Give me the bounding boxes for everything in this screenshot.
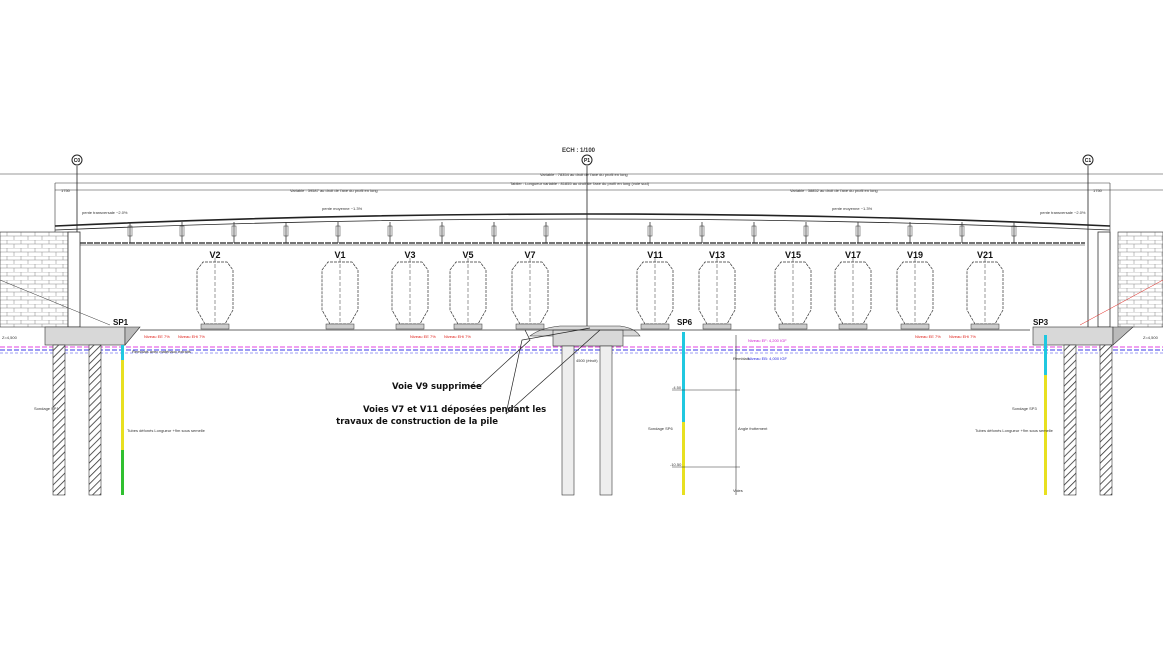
vehicle-gauges: V2 V1 V3 V5 V7 V11 V13 V15 V17 V19 V21 [196,250,1004,330]
deck-hangers [127,222,1017,243]
hanger-icon [959,222,965,243]
right-abutment-column [1097,231,1111,328]
slope-right: pente moyenne ~1.3% [832,206,873,211]
red-level-label: Niveau EHi 7% [178,334,205,339]
vehicle-gauge-v15: V15 [774,250,812,330]
vehicle-gauge-v5: V5 [449,250,487,330]
vehicle-gauge-v19: V19 [896,250,934,330]
dim-left-end: 1750 [61,188,71,193]
note-remblais: Remblais [733,356,750,361]
axis-label-p1: P1 [581,154,593,166]
annotation-v7-v11-line1: Voies V7 et V11 déposées pendant les [363,404,546,415]
dim-tablier: Tablier : Longueur variable : 81855 au d… [510,181,650,186]
note-depth-1: -4.50 [672,385,682,390]
svg-text:C1: C1 [1085,158,1092,164]
vehicle-gauge-v17: V17 [834,250,872,330]
red-level-label: Niveau EE 7% [144,334,170,339]
slope-left: pente moyenne ~1.3% [322,206,363,211]
hanger-icon [491,222,497,243]
track-label: V2 [209,250,220,260]
scale-title: ECH : 1/100 [562,148,596,154]
track-label: V13 [709,250,725,260]
hanger-icon [231,222,237,243]
vehicle-gauge-v3: V3 [391,250,429,330]
track-label: V3 [404,250,415,260]
note-pile-width: 4500 (étroit) [576,358,598,363]
vehicle-gauge-v2: V2 [196,250,234,330]
track-label: V11 [647,250,663,260]
red-level-label: Niveau EHi 7% [444,334,471,339]
vehicle-gauge-v13: V13 [698,250,736,330]
right-slope-line [1079,279,1163,326]
sounding-label-sp3: SP3 [1033,318,1049,327]
red-level-label: Niveau EE 7% [915,334,941,339]
dim-right-span: Variable : 38852 au droit de l'axe du pr… [790,188,878,193]
track-label: V21 [977,250,993,260]
track-label: V15 [785,250,801,260]
hanger-icon [803,222,809,243]
red-level-label: Niveau EHi 7% [949,334,976,339]
track-label: V5 [462,250,473,260]
vehicle-gauge-v11: V11 [636,250,674,330]
slope-left-end: pente transversale ~2.0% [82,210,128,215]
annotation-v9-removed: Voie V9 supprimée [392,381,482,392]
sounding-label-sp6: SP6 [677,318,693,327]
axis-label-c1: C1 [1082,154,1094,166]
vehicle-gauge-v1: V1 [321,250,359,330]
magenta-level-label: Niveau EF: 4,200 IGF [748,338,787,343]
hanger-icon [179,222,185,243]
boreholes [121,332,1047,495]
hanger-icon [387,222,393,243]
note-angle: Angle frottement [738,426,768,431]
svg-text:C0: C0 [74,158,81,164]
note-remblai: Remblais avec matériaux extraits [132,349,191,354]
note-level-right: Z=4,500 [1143,335,1159,340]
hanger-icon [335,222,341,243]
right-abutment-wall [1117,231,1163,328]
hanger-icon [855,222,861,243]
hanger-icon [647,222,653,243]
track-label: V1 [334,250,345,260]
track-label: V7 [524,250,535,260]
dim-left-span: Variable : 39587 au droit de l'axe du pr… [290,188,378,193]
note-sondage-right: Sondage SP3 [1012,406,1037,411]
left-abutment-column [67,231,81,328]
track-label: V17 [845,250,861,260]
note-sondage-left: Sondage SP1 [34,406,59,411]
axis-label-c0: C0 [71,154,83,166]
dim-right-end: 1750 [1093,188,1103,193]
left-abutment-wall [0,231,69,328]
hanger-icon [283,222,289,243]
sounding-label-sp1: SP1 [113,318,129,327]
vehicle-gauge-v21: V21 [966,250,1004,330]
annotation-v7-v11-line2: travaux de construction de la pile [336,417,498,427]
note-voies: Voies [733,488,743,493]
vehicle-gauge-v7: V7 [511,250,549,330]
note-depth-2: -10.50 [670,462,682,467]
track-label: V19 [907,250,923,260]
footings [44,325,1134,347]
note-level-left: Z=4,500 [2,335,18,340]
red-level-label: Niveau EE 7% [410,334,436,339]
hanger-icon [543,222,549,243]
dimension-lines [0,173,1163,250]
hanger-icon [699,222,705,243]
hanger-icon [907,222,913,243]
note-sondage-mid: Sondage SP6 [648,426,673,431]
annotation-leaders [468,327,601,415]
left-slope-line [0,279,111,326]
axis-lines [76,166,1089,340]
note-tubes-left: Tubes défonés Longueur +9m sous semelle [127,428,206,433]
dim-top: Variable : 78354 au droit de l'axe du pr… [540,172,628,177]
slope-right-end: pente transversale ~2.0% [1040,210,1086,215]
bridge-deck [54,213,1111,246]
blue-level-label: Niveau EB: 4,000 IGF [748,356,787,361]
hanger-icon [127,222,133,243]
svg-text:P1: P1 [584,158,590,164]
hanger-icon [439,222,445,243]
piles [52,344,1113,496]
hanger-icon [1011,222,1017,243]
hanger-icon [751,222,757,243]
note-tubes-right: Tubes défonés Longueur +9m sous semelle [975,428,1054,433]
